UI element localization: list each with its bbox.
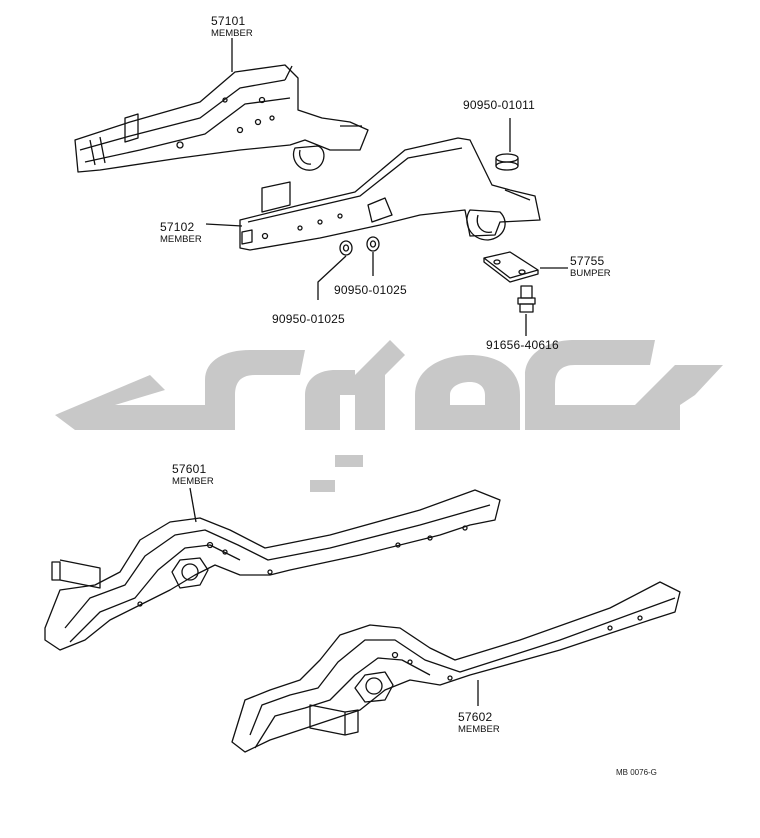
part-number-57101: 57101 xyxy=(211,14,246,28)
part-name-57101: MEMBER xyxy=(211,28,253,39)
part-name-57102: MEMBER xyxy=(160,234,202,245)
grommet-small-drawing xyxy=(339,236,380,256)
part-number-57602: 57602 xyxy=(458,710,493,724)
part-name-57755: BUMPER xyxy=(570,268,611,279)
bolt-drawing xyxy=(517,285,536,313)
bumper-drawing xyxy=(483,251,539,283)
part-name-57602: MEMBER xyxy=(458,724,500,735)
grommet-drawing xyxy=(495,153,519,171)
member-57101-drawing xyxy=(74,64,369,173)
member-57102-drawing xyxy=(239,137,541,251)
diagram-code: MB 0076-G xyxy=(616,768,657,777)
leader-57601 xyxy=(189,487,197,523)
part-number-57102: 57102 xyxy=(160,220,195,234)
part-name-57601: MEMBER xyxy=(172,476,214,487)
leader-57102 xyxy=(205,223,243,227)
leader-90950-01025-left xyxy=(317,255,347,300)
part-number-57601: 57601 xyxy=(172,462,207,476)
part-number-91656-40616: 91656-40616 xyxy=(486,338,559,352)
member-57602-drawing xyxy=(231,581,681,753)
watermark-logo xyxy=(55,340,723,492)
part-number-57755: 57755 xyxy=(570,254,605,268)
part-number-90950-01025-right: 90950-01025 xyxy=(334,283,407,297)
member-57601-drawing xyxy=(44,489,501,651)
part-number-90950-01011: 90950-01011 xyxy=(463,98,536,112)
part-number-90950-01025-left: 90950-01025 xyxy=(272,312,345,326)
